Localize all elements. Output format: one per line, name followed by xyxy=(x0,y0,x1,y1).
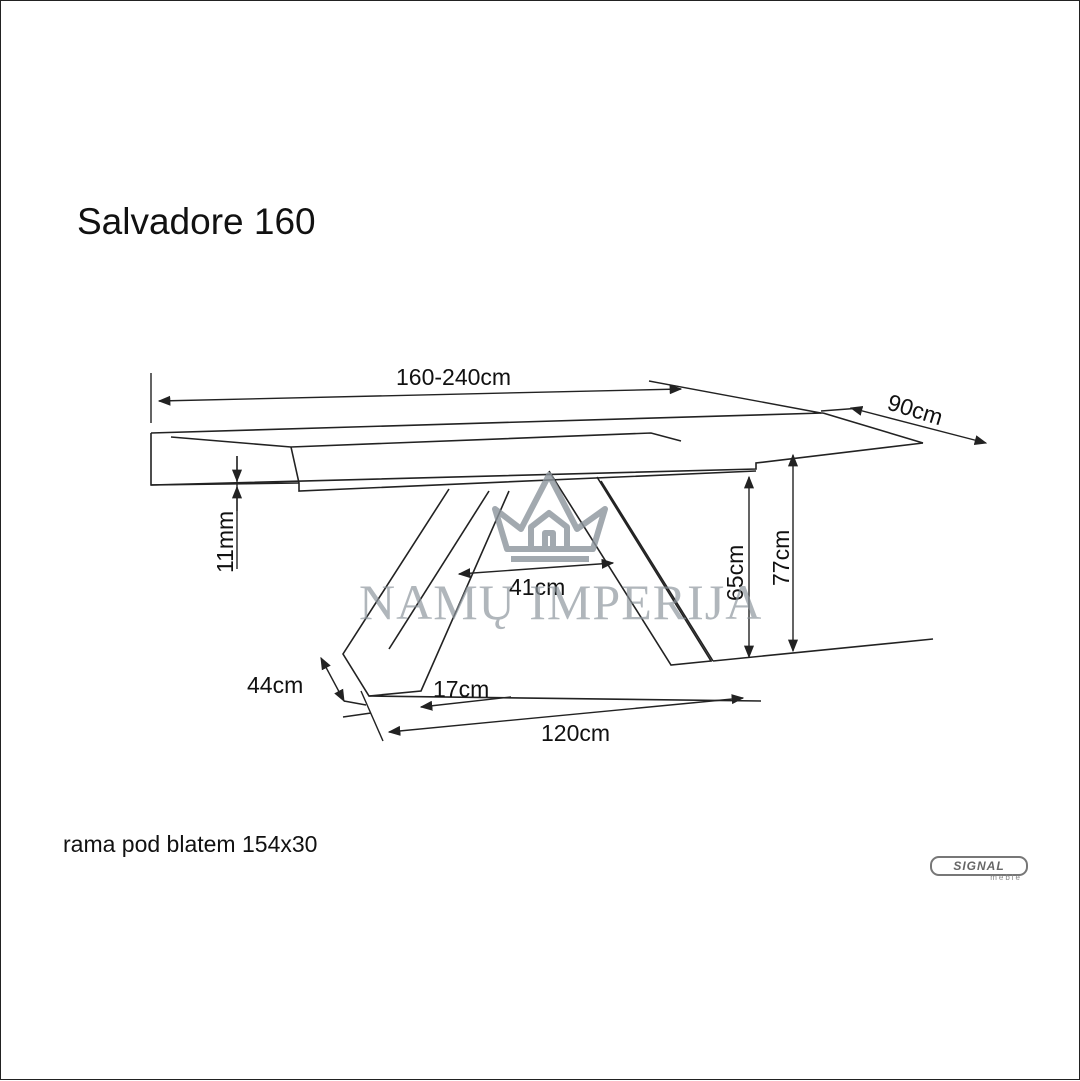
tabletop-top-edge xyxy=(150,412,824,434)
total-height-label: 77cm xyxy=(768,530,794,586)
length-dimension-line xyxy=(157,384,683,406)
base-length-dimension-line xyxy=(387,694,745,736)
leg-height-label: 65cm xyxy=(722,545,748,601)
right-leg-inner xyxy=(600,480,714,662)
frame-note: rama pod blatem 154x30 xyxy=(63,831,318,857)
length-label: 160-240cm xyxy=(396,364,511,390)
brand-sub: meble xyxy=(990,873,1022,882)
foot-width-label: 17cm xyxy=(433,676,489,702)
right-leg xyxy=(548,470,713,666)
leg-gap-dimension-line xyxy=(457,558,615,579)
product-title: Salvadore 160 xyxy=(77,201,316,242)
dimension-labels: 160-240cm 90cm 11mm 41cm 65cm 77cm 44cm … xyxy=(212,364,946,746)
foot-depth-dimension-line xyxy=(320,656,345,703)
thickness-label: 11mm xyxy=(212,511,238,573)
base-length-label: 120cm xyxy=(541,720,610,746)
dimension-lines xyxy=(150,373,988,742)
crown-house-icon xyxy=(492,472,608,562)
leg-gap-label: 41cm xyxy=(509,574,565,600)
watermark: NAMŲ IMPERIJA xyxy=(359,472,762,630)
depth-dimension-line xyxy=(849,405,988,446)
foot-depth-label: 44cm xyxy=(247,672,303,698)
left-leg-inner xyxy=(388,490,490,650)
extension-line xyxy=(290,446,757,492)
tabletop-bottom xyxy=(150,442,924,486)
floor-line xyxy=(712,638,934,662)
floor-front xyxy=(368,695,762,702)
watermark-text: NAMŲ IMPERIJA xyxy=(359,574,762,630)
tabletop-inner-line xyxy=(170,432,682,448)
signal-logo: SIGNAL meble xyxy=(930,856,1028,882)
brand-name: SIGNAL xyxy=(930,856,1028,876)
